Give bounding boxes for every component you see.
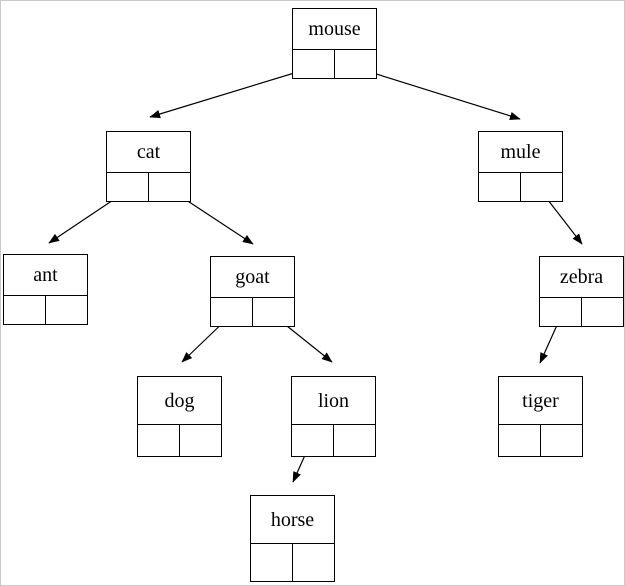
node-label-mule: mule [479, 132, 562, 173]
node-label-cat: cat [107, 132, 190, 173]
node-horse[interactable]: horse [250, 495, 335, 582]
node-ant[interactable]: ant [3, 254, 88, 325]
node-pointers-ant [4, 296, 87, 324]
node-tiger[interactable]: tiger [498, 376, 583, 457]
node-label-mouse: mouse [293, 9, 376, 50]
node-dog[interactable]: dog [137, 376, 222, 457]
left-pointer-cell-cat[interactable] [107, 173, 149, 201]
right-pointer-cell-dog[interactable] [180, 425, 222, 456]
right-pointer-cell-zebra[interactable] [582, 298, 624, 326]
right-pointer-cell-mouse[interactable] [335, 50, 377, 78]
left-pointer-cell-horse[interactable] [251, 544, 293, 581]
node-label-lion: lion [292, 377, 375, 425]
node-label-zebra: zebra [540, 257, 623, 298]
right-pointer-cell-mule[interactable] [521, 173, 563, 201]
left-pointer-cell-zebra[interactable] [540, 298, 582, 326]
node-label-ant: ant [4, 255, 87, 296]
node-label-tiger: tiger [499, 377, 582, 425]
right-pointer-cell-tiger[interactable] [541, 425, 583, 456]
node-pointers-lion [292, 425, 375, 456]
right-pointer-cell-cat[interactable] [149, 173, 191, 201]
node-label-horse: horse [251, 496, 334, 544]
node-cat[interactable]: cat [106, 131, 191, 202]
edge-mouse-to-mule [353, 66, 521, 120]
edge-mouse-to-cat [149, 66, 315, 119]
left-pointer-cell-mouse[interactable] [293, 50, 335, 78]
node-mouse[interactable]: mouse [292, 8, 377, 79]
right-pointer-cell-lion[interactable] [334, 425, 376, 456]
node-lion[interactable]: lion [291, 376, 376, 457]
left-pointer-cell-lion[interactable] [292, 425, 334, 456]
node-goat[interactable]: goat [210, 256, 295, 327]
node-mule[interactable]: mule [478, 131, 563, 202]
left-pointer-cell-mule[interactable] [479, 173, 521, 201]
node-label-dog: dog [138, 377, 221, 425]
node-label-goat: goat [211, 257, 294, 298]
right-pointer-cell-horse[interactable] [293, 544, 335, 581]
node-pointers-cat [107, 173, 190, 201]
node-pointers-dog [138, 425, 221, 456]
node-pointers-tiger [499, 425, 582, 456]
right-pointer-cell-goat[interactable] [253, 298, 295, 326]
node-pointers-mouse [293, 50, 376, 78]
node-pointers-goat [211, 298, 294, 326]
node-pointers-horse [251, 544, 334, 581]
node-pointers-mule [479, 173, 562, 201]
left-pointer-cell-dog[interactable] [138, 425, 180, 456]
left-pointer-cell-tiger[interactable] [499, 425, 541, 456]
node-pointers-zebra [540, 298, 623, 326]
node-zebra[interactable]: zebra [539, 256, 624, 327]
left-pointer-cell-goat[interactable] [211, 298, 253, 326]
right-pointer-cell-ant[interactable] [46, 296, 88, 324]
left-pointer-cell-ant[interactable] [4, 296, 46, 324]
